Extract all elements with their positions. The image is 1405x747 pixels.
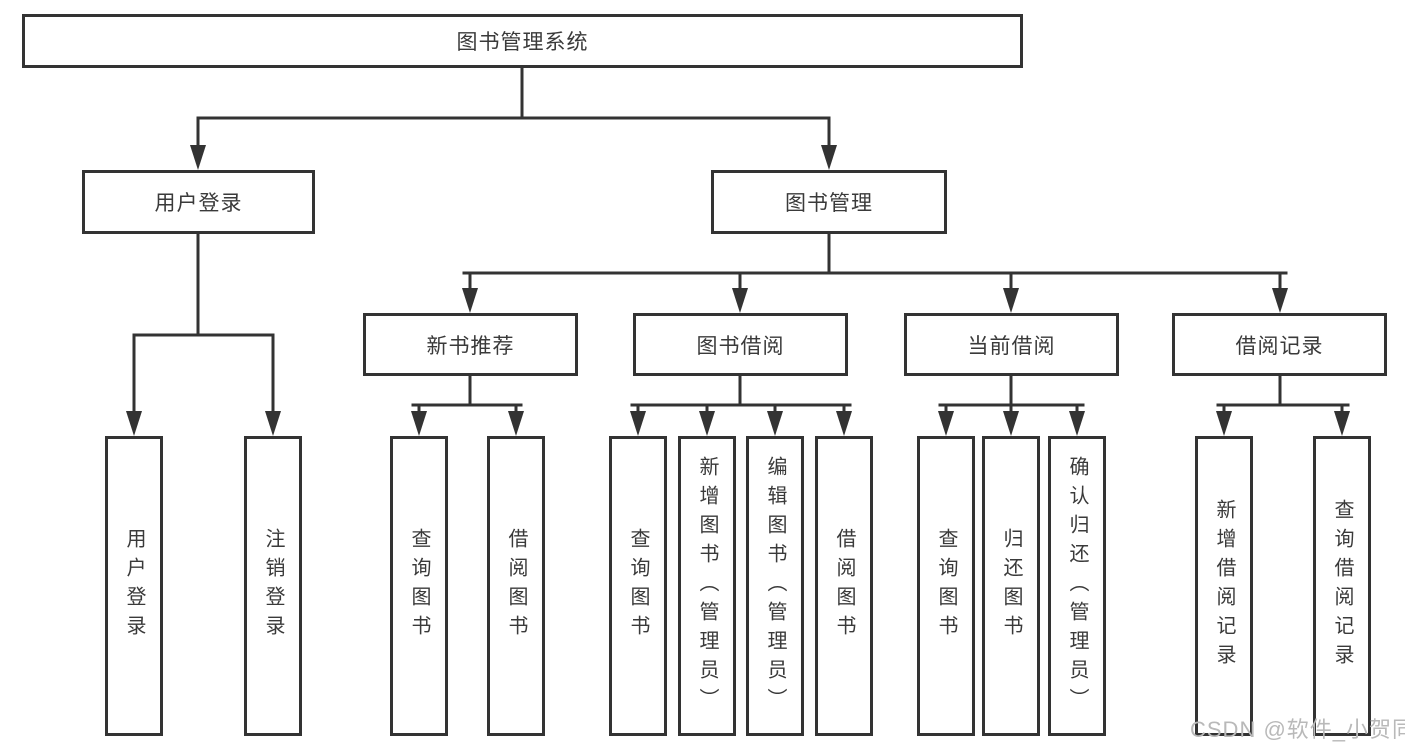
leaf-query-books: 查询图书 bbox=[609, 436, 667, 736]
leaf-label: 查询图书 bbox=[627, 528, 649, 644]
leaf-label: 借阅图书 bbox=[505, 528, 527, 644]
leaf-return-books: 归还图书 bbox=[982, 436, 1040, 736]
node-book-management: 图书管理 bbox=[711, 170, 947, 234]
leaf-logout: 注销登录 bbox=[244, 436, 302, 736]
leaf-borrow-books: 借阅图书 bbox=[487, 436, 545, 736]
leaf-borrow-books: 借阅图书 bbox=[815, 436, 873, 736]
leaf-label: 新增图书（管理员） bbox=[696, 455, 718, 717]
leaf-label: 查询借阅记录 bbox=[1331, 499, 1353, 673]
node-new-book-recommend: 新书推荐 bbox=[363, 313, 578, 376]
leaf-label: 确认归还（管理员） bbox=[1066, 455, 1088, 717]
node-book-borrowing: 图书借阅 bbox=[633, 313, 848, 376]
leaf-query-books: 查询图书 bbox=[390, 436, 448, 736]
connector-borrowing-records-children bbox=[1216, 374, 1350, 436]
leaf-add-books-admin: 新增图书（管理员） bbox=[678, 436, 736, 736]
leaf-edit-books-admin: 编辑图书（管理员） bbox=[746, 436, 804, 736]
node-library-management-system: 图书管理系统 bbox=[22, 14, 1023, 68]
leaf-label: 归还图书 bbox=[1000, 528, 1022, 644]
leaf-label: 借阅图书 bbox=[833, 528, 855, 644]
leaf-label: 查询图书 bbox=[935, 528, 957, 644]
leaf-add-borrow-record: 新增借阅记录 bbox=[1195, 436, 1253, 736]
node-user-login: 用户登录 bbox=[82, 170, 315, 234]
leaf-label: 查询图书 bbox=[408, 528, 430, 644]
leaf-query-books: 查询图书 bbox=[917, 436, 975, 736]
leaf-label: 用户登录 bbox=[123, 528, 145, 644]
node-borrowing-records: 借阅记录 bbox=[1172, 313, 1387, 376]
leaf-label: 编辑图书（管理员） bbox=[764, 455, 786, 717]
connector-root-to-level2 bbox=[190, 66, 837, 170]
leaf-label: 注销登录 bbox=[262, 528, 284, 644]
connector-new-book-recommend-children bbox=[411, 374, 524, 436]
connector-book-borrowing-children bbox=[630, 374, 852, 436]
leaf-query-borrow-record: 查询借阅记录 bbox=[1313, 436, 1371, 736]
connector-book-management-children bbox=[462, 232, 1288, 313]
connector-current-borrowing-children bbox=[938, 374, 1085, 436]
leaf-confirm-return-admin: 确认归还（管理员） bbox=[1048, 436, 1106, 736]
leaf-user-login: 用户登录 bbox=[105, 436, 163, 736]
csdn-watermark: CSDN @软件_小贺同学 bbox=[1190, 717, 1405, 742]
node-current-borrowing: 当前借阅 bbox=[904, 313, 1119, 376]
connector-user-login-children bbox=[126, 232, 281, 436]
leaf-label: 新增借阅记录 bbox=[1213, 499, 1235, 673]
